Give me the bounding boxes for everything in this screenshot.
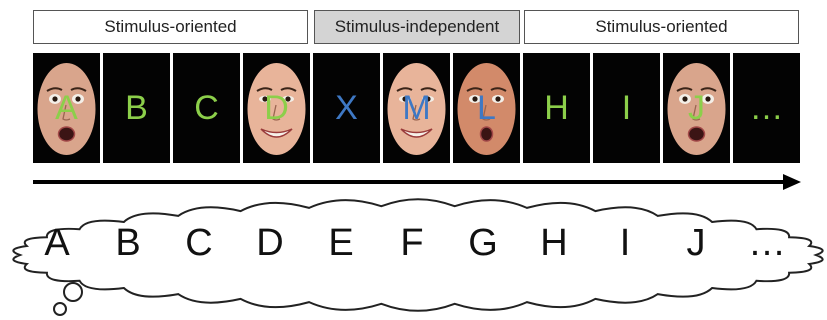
- imagined-letter: A: [44, 222, 70, 264]
- stimulus-letter: H: [544, 89, 569, 127]
- imagined-letter: F: [400, 222, 424, 264]
- imagined-letter: …: [748, 222, 786, 264]
- imagined-letter: H: [540, 222, 568, 264]
- stimulus-sequence: A B C D X M L H I J …: [33, 53, 800, 163]
- face-photo-happy: [387, 63, 446, 155]
- face-photo-fearful: [667, 63, 726, 155]
- stimulus-tile: C: [173, 53, 240, 163]
- stimulus-letter: I: [621, 89, 632, 127]
- stimulus-tile: B: [103, 53, 170, 163]
- face-photo-happy: [247, 63, 306, 155]
- stimulus-letter: …: [749, 89, 784, 127]
- imagined-letter: I: [619, 222, 631, 264]
- stimulus-tile: J: [663, 53, 730, 163]
- thought-cloud: [12, 198, 824, 312]
- stimulus-letter: C: [194, 89, 219, 127]
- stimulus-tile: M: [383, 53, 450, 163]
- stimulus-letter: A: [55, 89, 78, 127]
- stimulus-letter: B: [125, 89, 148, 127]
- stimulus-letter: X: [335, 89, 358, 127]
- stimulus-letter: M: [402, 89, 431, 127]
- stimulus-tile: L: [453, 53, 520, 163]
- phase-label-stimulus-oriented-1: Stimulus-oriented: [33, 10, 308, 44]
- stimulus-tile: D: [243, 53, 310, 163]
- time-arrow: [33, 174, 801, 190]
- stimulus-letter: J: [688, 89, 705, 127]
- imagined-letter: C: [185, 222, 213, 264]
- face-photo-fearful: [37, 63, 96, 155]
- imagined-letter: G: [468, 222, 498, 264]
- stimulus-tile: H: [523, 53, 590, 163]
- stimulus-tile: …: [733, 53, 800, 163]
- imagined-letter: J: [686, 222, 706, 264]
- thought-bubble-small-1: [63, 282, 83, 302]
- stimulus-tile: A: [33, 53, 100, 163]
- phase-label-stimulus-oriented-2: Stimulus-oriented: [524, 10, 799, 44]
- stimulus-tile: I: [593, 53, 660, 163]
- stimulus-tile: X: [313, 53, 380, 163]
- thought-bubble-small-2: [53, 302, 67, 316]
- imagined-letter: E: [328, 222, 354, 264]
- imagined-letter: D: [256, 222, 284, 264]
- thought-cloud-outline: [12, 198, 824, 312]
- face-photo-surprised: [457, 63, 516, 155]
- stimulus-letter: D: [264, 89, 289, 127]
- imagined-letter: B: [115, 222, 141, 264]
- stimulus-letter: L: [477, 89, 496, 127]
- phase-label-stimulus-independent: Stimulus-independent: [314, 10, 520, 44]
